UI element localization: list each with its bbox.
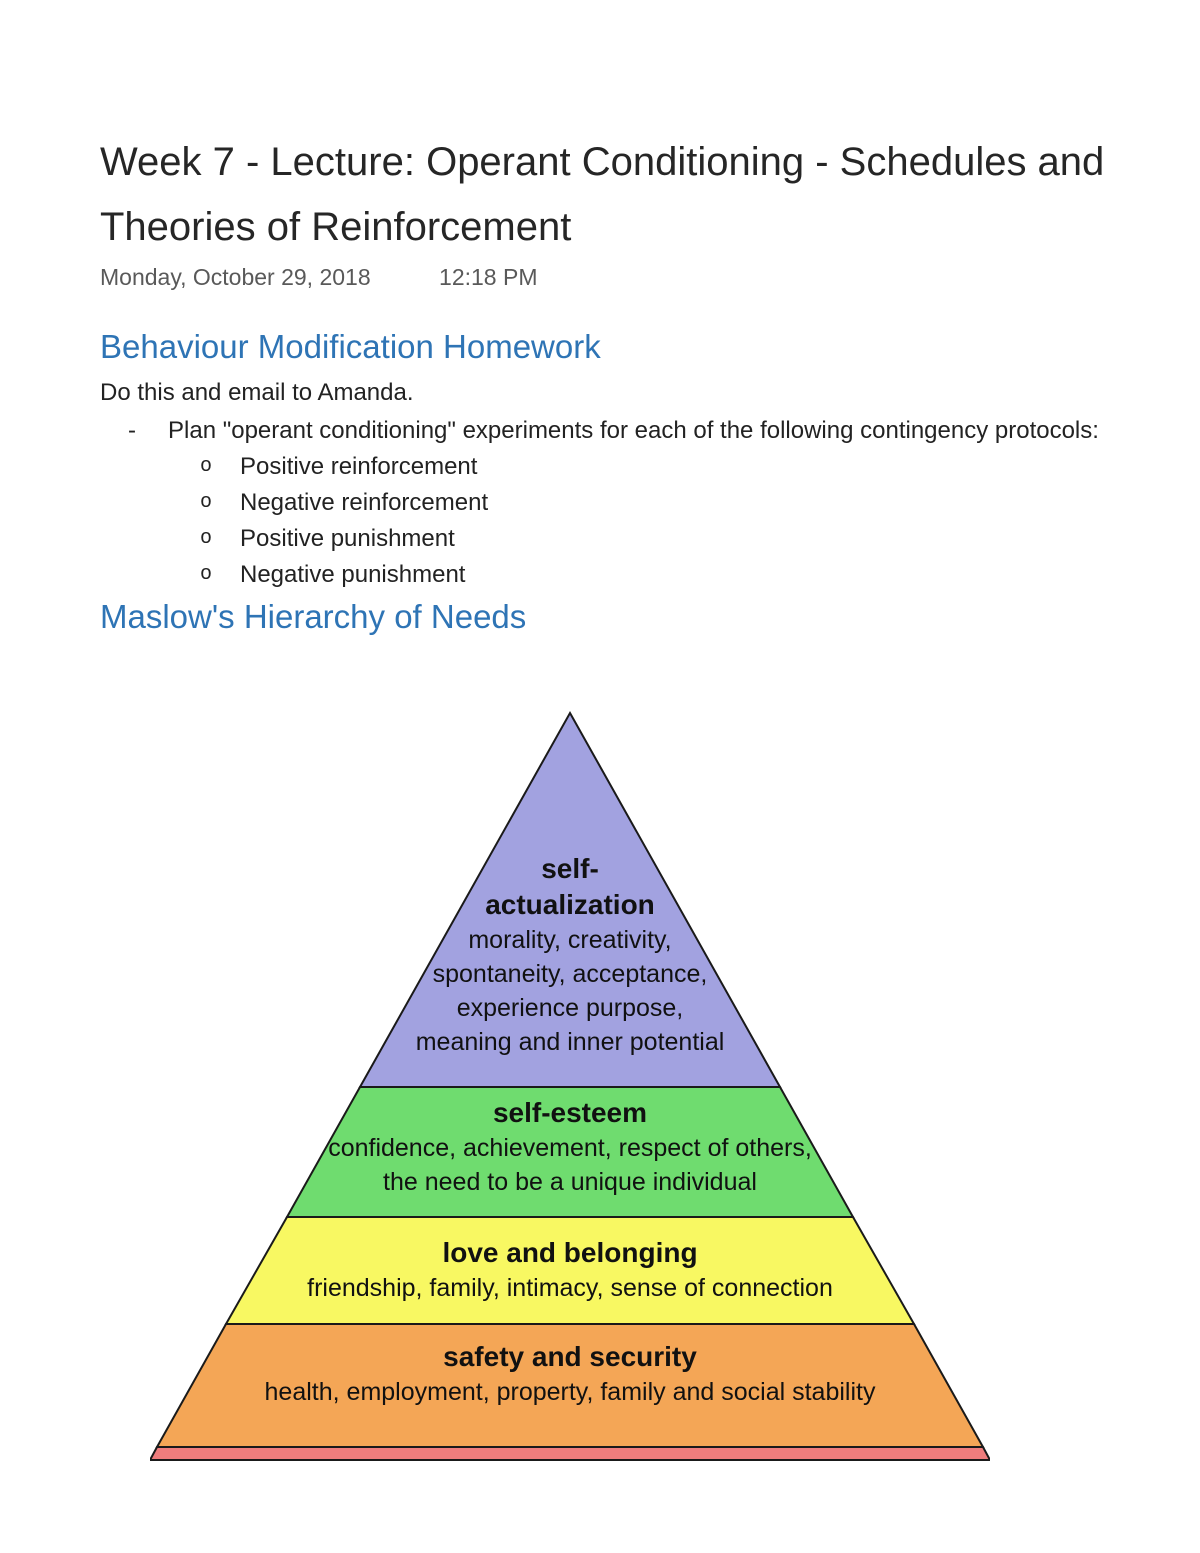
sub-bullet-item: o Negative reinforcement [100, 485, 1200, 521]
sub-bullet-marker: o [200, 527, 213, 550]
level-title: love and belonging [442, 1237, 698, 1268]
level-title: safety and security [443, 1341, 697, 1372]
date-line: Monday, October 29, 2018 12:18 PM [100, 264, 1200, 291]
sub-bullet-marker: o [200, 491, 213, 514]
bullet-marker: - [128, 417, 136, 444]
page-title-line1: Week 7 - Lecture: Operant Conditioning -… [100, 140, 1105, 184]
level-title: self- [541, 853, 599, 884]
section-heading-homework: Behaviour Modification Homework [100, 328, 601, 365]
level-title: actualization [485, 889, 655, 920]
sub-bullet-marker: o [200, 563, 213, 586]
bullet-item: - Plan "operant conditioning" experiment… [100, 413, 1200, 449]
level-desc-line: meaning and inner potential [415, 1028, 725, 1056]
bullet-text: Plan "operant conditioning" experiments … [168, 417, 1099, 444]
page-title: Week 7 - Lecture: Operant Conditioning -… [100, 130, 1200, 260]
page-title-line2: Theories of Reinforcement [100, 205, 572, 249]
level-title: self-esteem [492, 1097, 648, 1128]
maslow-pyramid: self- actualization morality, creativity… [150, 709, 990, 1462]
level-label-self-actualization: self- actualization morality, creativity… [416, 851, 725, 1059]
level-label-safety-and-security: safety and security health, employment, … [265, 1339, 876, 1409]
date-stamp: Monday, October 29, 2018 [100, 264, 371, 290]
sub-bullet-text: Negative reinforcement [240, 489, 489, 516]
level-desc-line: experience purpose, [456, 994, 684, 1022]
notes-page: Week 7 - Lecture: Operant Conditioning -… [100, 130, 1200, 1462]
sub-bullet-text: Positive reinforcement [240, 453, 478, 480]
intro-text: Do this and email to Amanda. [100, 379, 414, 406]
section-heading-maslow: Maslow's Hierarchy of Needs [100, 598, 527, 635]
level-desc-line: friendship, family, intimacy, sense of c… [307, 1274, 833, 1302]
level-label-love-and-belonging: love and belonging friendship, family, i… [307, 1235, 833, 1305]
pyramid-band-bottom [150, 1446, 990, 1461]
pyramid-image [150, 710, 990, 1461]
sub-bullet-marker: o [200, 455, 213, 478]
sub-bullet-item: o Positive punishment [100, 521, 1200, 557]
level-desc-line: health, employment, property, family and… [264, 1378, 876, 1406]
level-desc-line: confidence, achievement, respect of othe… [328, 1134, 812, 1162]
level-label-self-esteem: self-esteem confidence, achievement, res… [328, 1095, 812, 1199]
level-desc-line: spontaneity, acceptance, [432, 960, 708, 988]
sub-bullet-text: Positive punishment [240, 525, 455, 552]
level-desc-line: morality, creativity, [468, 926, 672, 954]
level-desc-line: the need to be a unique individual [383, 1168, 757, 1196]
sub-bullet-text: Negative punishment [240, 561, 466, 588]
sub-bullet-item: o Negative punishment [100, 557, 1200, 593]
time-stamp: 12:18 PM [439, 264, 538, 290]
sub-bullet-item: o Positive reinforcement [100, 449, 1200, 485]
